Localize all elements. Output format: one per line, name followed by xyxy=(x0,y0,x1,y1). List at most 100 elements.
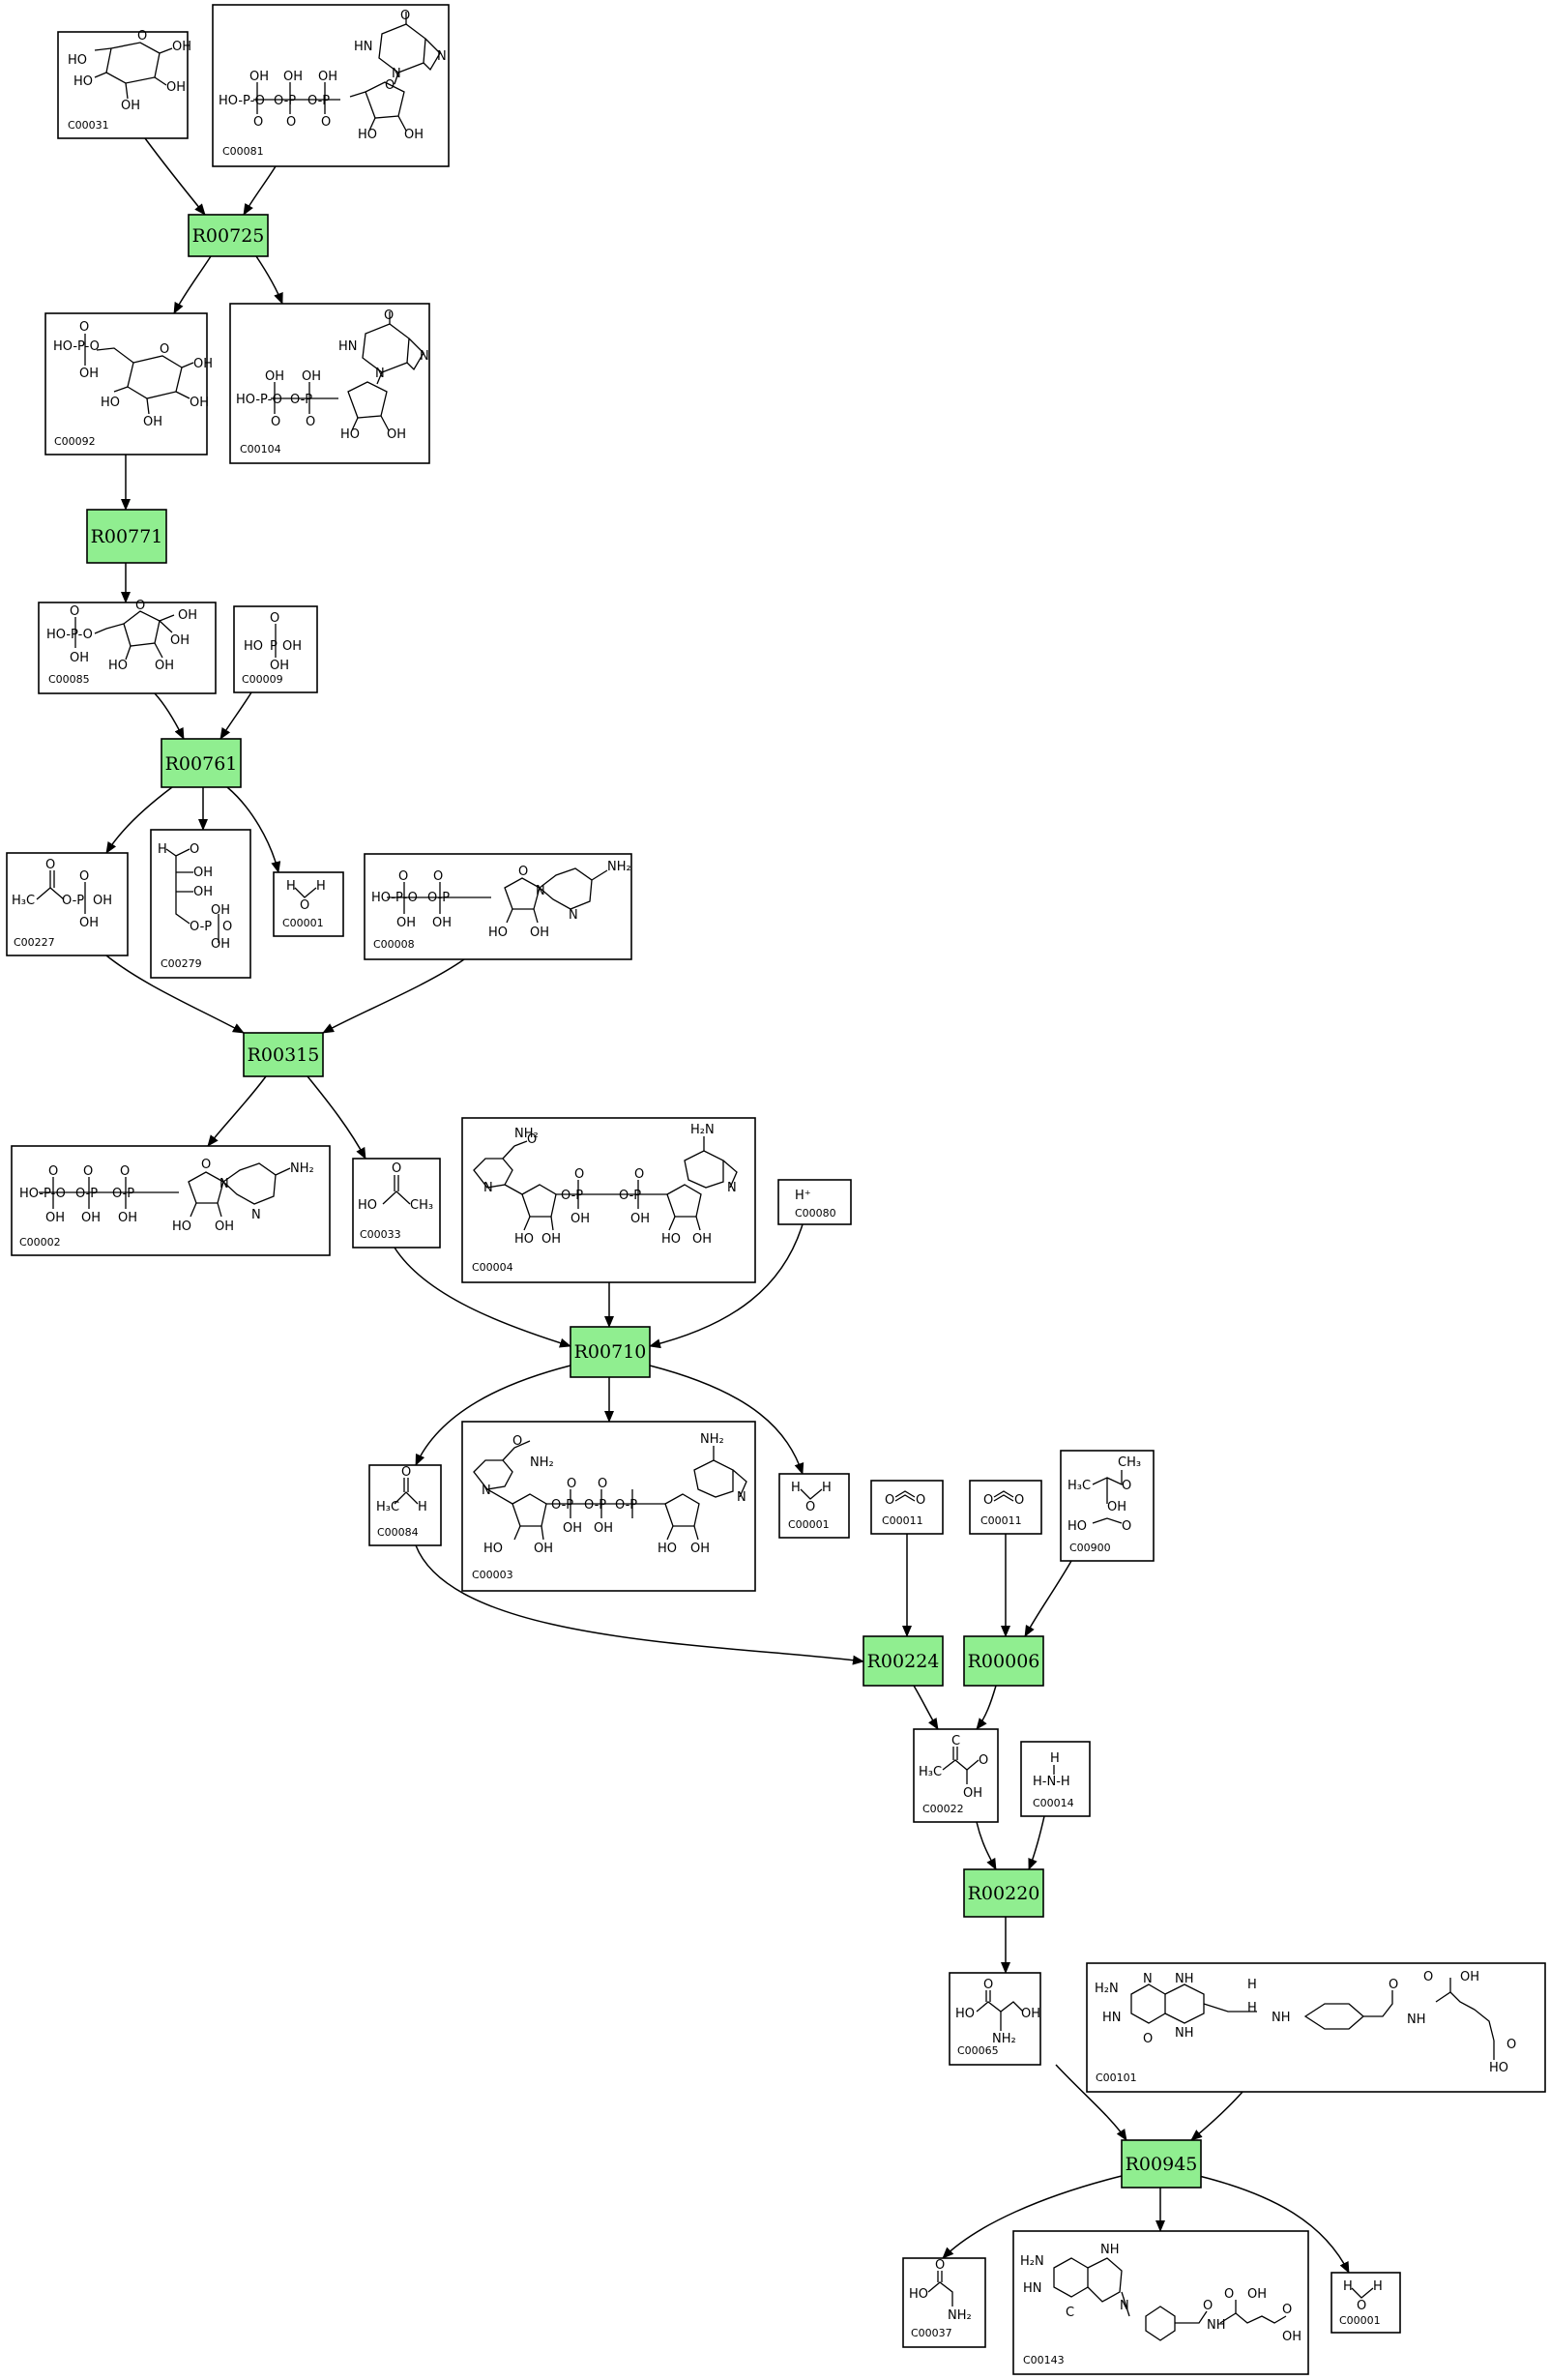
atom-label: HO xyxy=(73,74,93,89)
structure-glycine: HO O NH₂ xyxy=(909,2258,972,2323)
atom-label: OH xyxy=(318,70,337,84)
reaction-r00945[interactable]: R00945 xyxy=(1121,2139,1202,2189)
atom-label: NH xyxy=(1272,2011,1291,2025)
atom-label: N xyxy=(251,1208,261,1222)
atom-label: NH₂ xyxy=(700,1432,724,1447)
compound-c00031[interactable]: O HO OH OH OH HO C00031 xyxy=(57,29,191,139)
atom-label: HO xyxy=(101,396,120,410)
atom-label: OH xyxy=(432,916,452,930)
compound-c00033[interactable]: HO O CH₃ C00033 xyxy=(352,1158,441,1249)
atom-label: O xyxy=(1224,2287,1234,2302)
structure-acetolactate: H₃C CH₃ O OH HO O xyxy=(1067,1455,1141,1534)
compound-c00009[interactable]: O HO P OH OH C00009 xyxy=(233,605,318,693)
atom-label: HN xyxy=(354,40,373,54)
compound-c00001-b[interactable]: H O H C00001 xyxy=(778,1473,850,1539)
atom-label: O xyxy=(400,9,410,23)
atom-label: O xyxy=(1506,2038,1516,2052)
atom-label: NH xyxy=(1175,1972,1194,1986)
atom-label: NH₂ xyxy=(530,1455,554,1470)
atom-label: H xyxy=(1247,1978,1257,1992)
atom-label: O xyxy=(253,115,263,130)
compound-label: C00279 xyxy=(161,957,202,970)
edge-c00008-r00315 xyxy=(322,958,465,1034)
compound-c00092[interactable]: O HO-P-O OH O OH OH OH HO C00092 xyxy=(44,312,213,455)
compound-c00143[interactable]: H₂N HN C NH N O NH O OH O OH C00143 xyxy=(1012,2230,1309,2375)
atom-label: OH xyxy=(541,1232,561,1247)
compound-label: C00085 xyxy=(48,673,90,686)
compound-c00014[interactable]: H H-N-H C00014 xyxy=(1020,1741,1091,1817)
compound-c00002[interactable]: HO-P-O O-P O-P O O O OH OH OH O N NH₂ N … xyxy=(11,1145,331,1256)
atom-label: NH₂ xyxy=(607,860,631,874)
reaction-r00771[interactable]: R00771 xyxy=(86,509,167,564)
atom-label: HO xyxy=(172,1219,191,1234)
atom-label: O xyxy=(398,869,408,884)
reaction-r00725[interactable]: R00725 xyxy=(188,214,269,257)
atom-label: O xyxy=(45,858,55,872)
structure-fructose-6-phosphate: O HO-P-O OH O OH OH OH HO xyxy=(46,599,197,673)
edge-c00227-r00315 xyxy=(105,955,245,1034)
compound-c00001-a[interactable]: H O H C00001 xyxy=(273,871,344,937)
compound-label: C00011 xyxy=(980,1514,1022,1527)
atom-label: OH xyxy=(170,633,190,648)
atom-label: OH xyxy=(302,369,321,384)
compound-label: C00081 xyxy=(222,145,264,158)
atom-label: H xyxy=(791,1481,801,1495)
atom-label: O xyxy=(392,1161,401,1176)
compound-c00085[interactable]: O HO-P-O OH O OH OH OH HO C00085 xyxy=(38,599,217,694)
compound-c00101[interactable]: H₂N N HN O NH NH H H NH O NH O OH O HO C… xyxy=(1086,1962,1546,2093)
atom-label: HN xyxy=(1102,2011,1122,2025)
reaction-r00761[interactable]: R00761 xyxy=(161,738,242,788)
atom-label: O xyxy=(574,1167,584,1182)
atom-label: OH xyxy=(193,357,213,371)
compound-c00022[interactable]: H₃C C O OH C00022 xyxy=(913,1728,999,1823)
atom-label: C xyxy=(951,1734,960,1748)
compound-c00001-c[interactable]: H O H C00001 xyxy=(1331,2272,1401,2334)
atom-label: OH xyxy=(70,651,89,665)
atom-label: O xyxy=(70,604,79,619)
atom-label: NH₂ xyxy=(992,2032,1016,2046)
reaction-r00224[interactable]: R00224 xyxy=(863,1635,944,1687)
atom-label: O xyxy=(48,1164,58,1179)
atom-label: O xyxy=(385,78,395,93)
atom-label: HO xyxy=(340,427,360,442)
atom-label: O xyxy=(201,1158,211,1172)
compound-c00900[interactable]: H₃C CH₃ O OH HO O C00900 xyxy=(1060,1450,1155,1562)
compound-c00065[interactable]: HO O OH NH₂ C00065 xyxy=(949,1972,1041,2066)
structure-water: H O H xyxy=(286,879,326,913)
compound-c00104[interactable]: O HN N N OH OH HO-P-O O-P O O HO OH C001… xyxy=(229,303,430,464)
compound-c00279[interactable]: H O OH OH OH O-P O OH C00279 xyxy=(150,829,251,979)
reaction-r00710[interactable]: R00710 xyxy=(570,1326,651,1378)
atom-label: OH xyxy=(172,40,191,54)
atom-label: OH xyxy=(193,885,213,899)
compound-label: C00084 xyxy=(377,1526,419,1539)
compound-c00080[interactable]: H⁺ C00080 xyxy=(777,1179,852,1225)
compound-c00003[interactable]: O NH₂ N O-P O-P O-P O O OH OH NH₂ N HO O… xyxy=(461,1421,756,1592)
atom-label: OH xyxy=(166,80,186,95)
atom-label: O xyxy=(137,29,147,44)
atom-label: N xyxy=(482,1484,491,1498)
reaction-r00220[interactable]: R00220 xyxy=(963,1868,1044,1918)
structure-glucose: O HO OH OH OH HO xyxy=(68,29,191,113)
reaction-label: R00761 xyxy=(165,753,238,775)
compound-c00227[interactable]: H₃C O O-P O OH OH C00227 xyxy=(6,852,129,956)
atom-label: O-P xyxy=(619,1189,641,1203)
atom-label: O xyxy=(79,320,89,335)
atom-label: O xyxy=(1122,1479,1131,1493)
atom-label: O xyxy=(527,1132,537,1147)
atom-label: HO xyxy=(955,2007,975,2021)
compound-c00004[interactable]: NH₂ O N O-P O-P O O OH OH H₂N N HO OH HO… xyxy=(461,1117,756,1283)
compound-c00011-b[interactable]: O O C00011 xyxy=(969,1480,1042,1535)
reaction-r00006[interactable]: R00006 xyxy=(963,1635,1044,1687)
atom-label: OH xyxy=(265,369,284,384)
atom-label: NH xyxy=(1175,2026,1194,2041)
structure-acetaldehyde: H₃C O H xyxy=(376,1465,427,1514)
compound-c00008[interactable]: HO-P-O O-P O O OH OH O N NH₂ HO OH N C00… xyxy=(364,853,632,960)
compound-c00081[interactable]: O HN N N O OH OH OH HO-P-O O-P O-P O O O… xyxy=(212,4,450,167)
compound-c00037[interactable]: HO O NH₂ C00037 xyxy=(902,2257,986,2348)
compound-c00011-a[interactable]: O O C00011 xyxy=(870,1480,944,1535)
reaction-r00315[interactable]: R00315 xyxy=(243,1032,324,1077)
compound-c00084[interactable]: H₃C O H C00084 xyxy=(368,1464,442,1546)
edge-r00945-c00037 xyxy=(942,2175,1123,2259)
atom-label: OH xyxy=(282,639,302,654)
atom-label: O-P xyxy=(307,94,330,108)
